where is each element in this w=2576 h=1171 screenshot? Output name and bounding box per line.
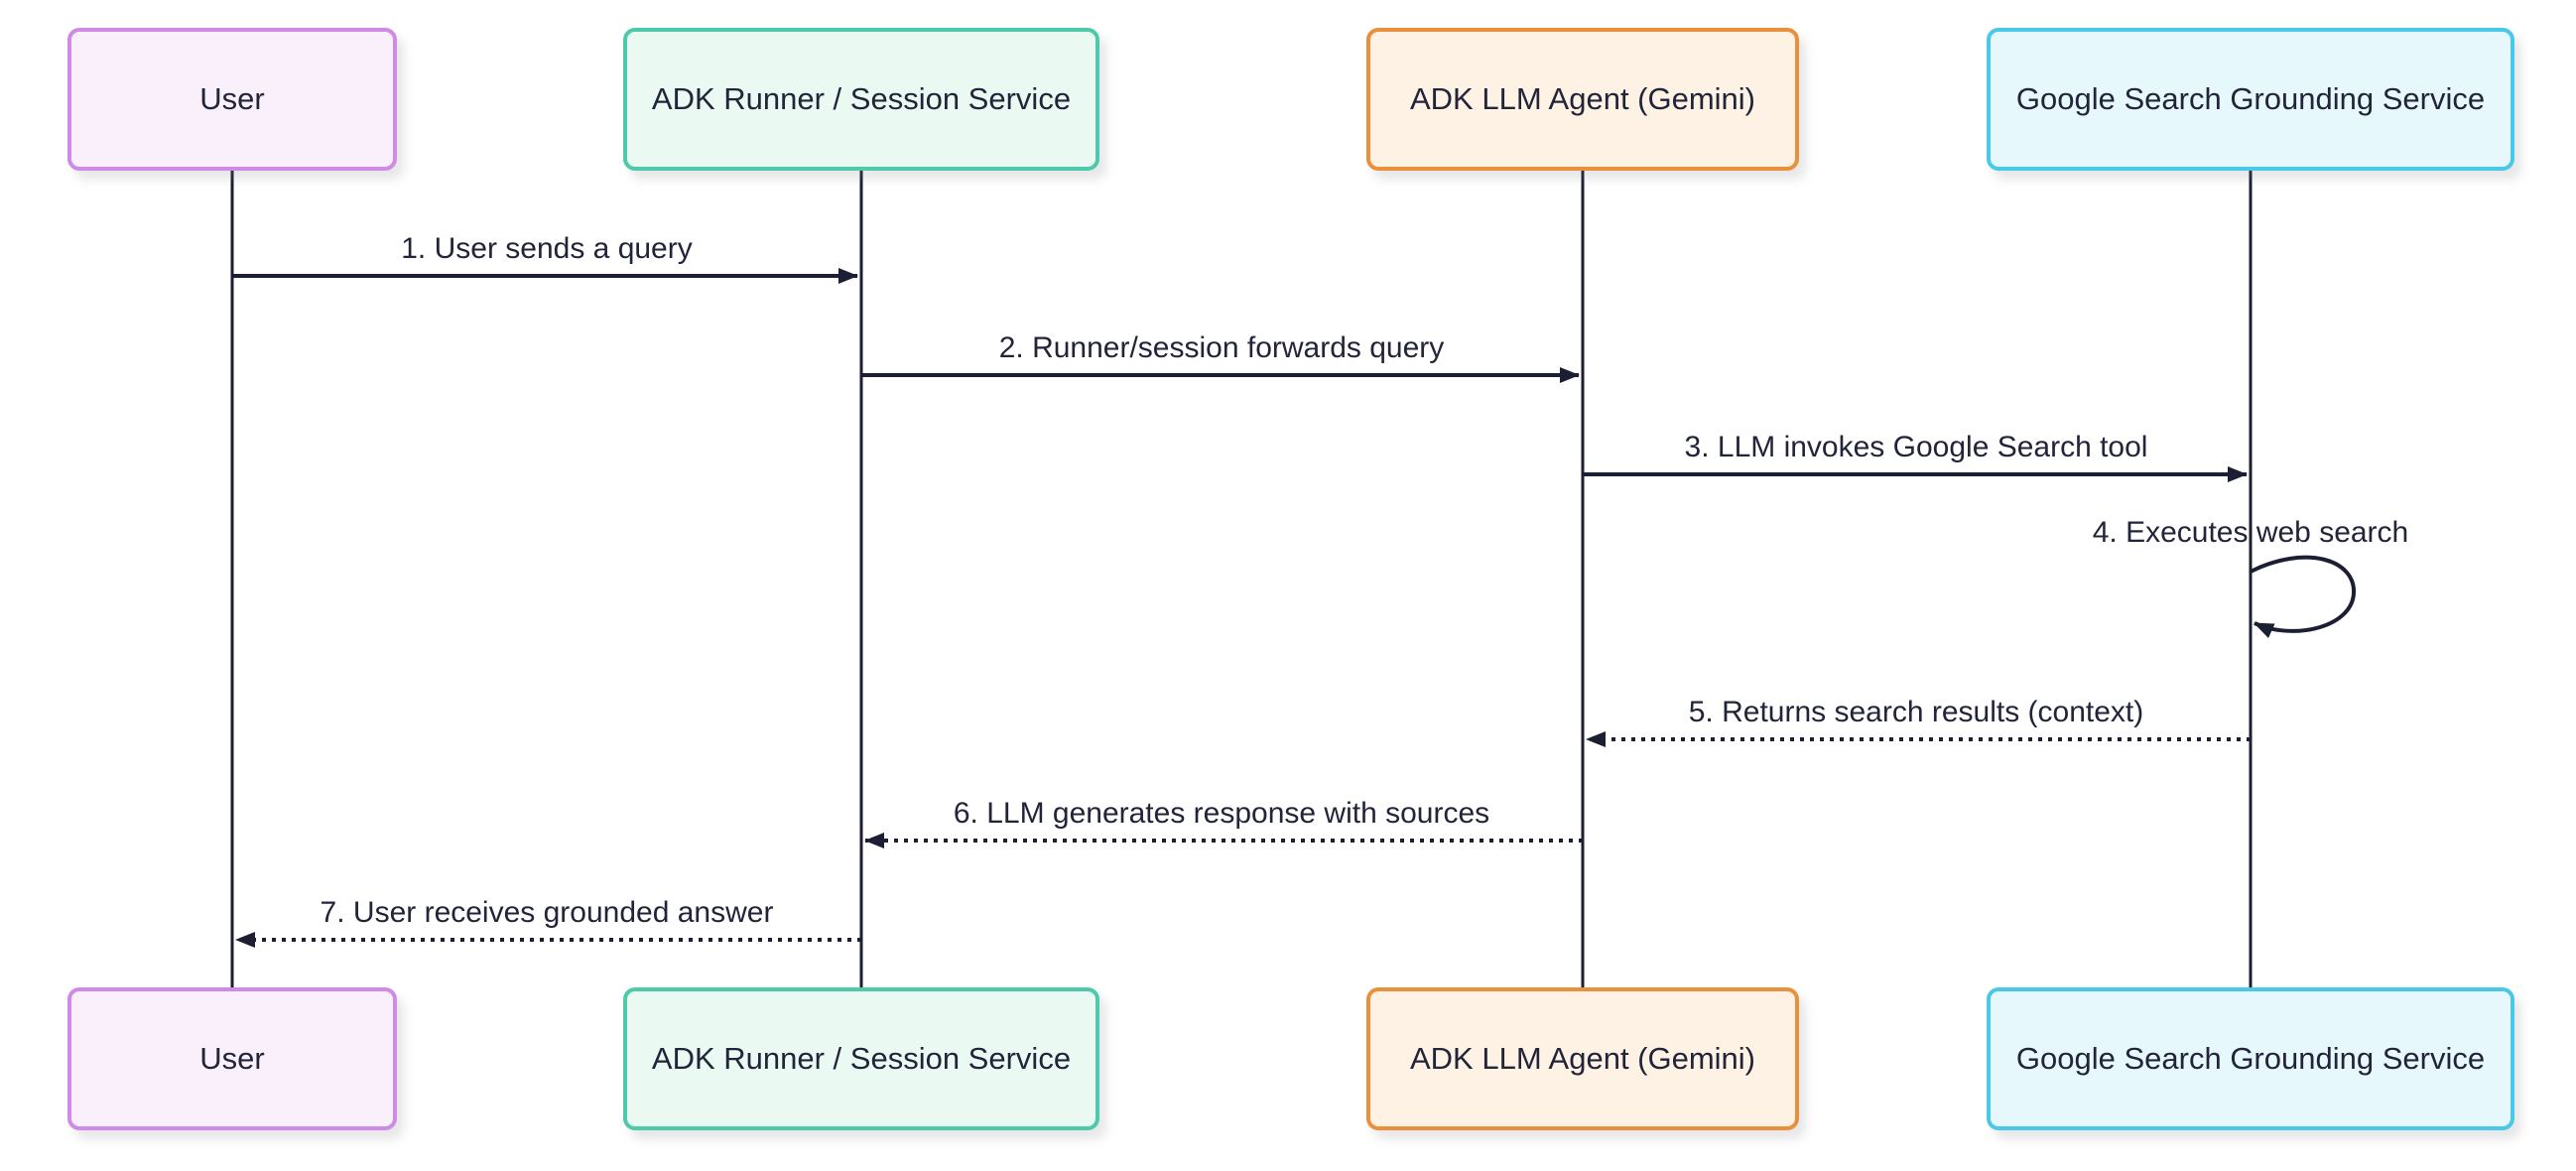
participant-llm-top-box: ADK LLM Agent (Gemini) xyxy=(1366,28,1799,171)
participant-llm-bottom-box: ADK LLM Agent (Gemini) xyxy=(1366,987,1799,1130)
participant-user-top-box: User xyxy=(67,28,397,171)
message-4-self-loop-arrow xyxy=(2250,555,2357,639)
participant-user-bottom-box: User xyxy=(67,987,397,1130)
participant-google-top-box: Google Search Grounding Service xyxy=(1987,28,2514,171)
participant-runner-top-box: ADK Runner / Session Service xyxy=(623,28,1099,171)
participant-runner-bottom-box: ADK Runner / Session Service xyxy=(623,987,1099,1130)
participant-google-bottom-box: Google Search Grounding Service xyxy=(1987,987,2514,1130)
